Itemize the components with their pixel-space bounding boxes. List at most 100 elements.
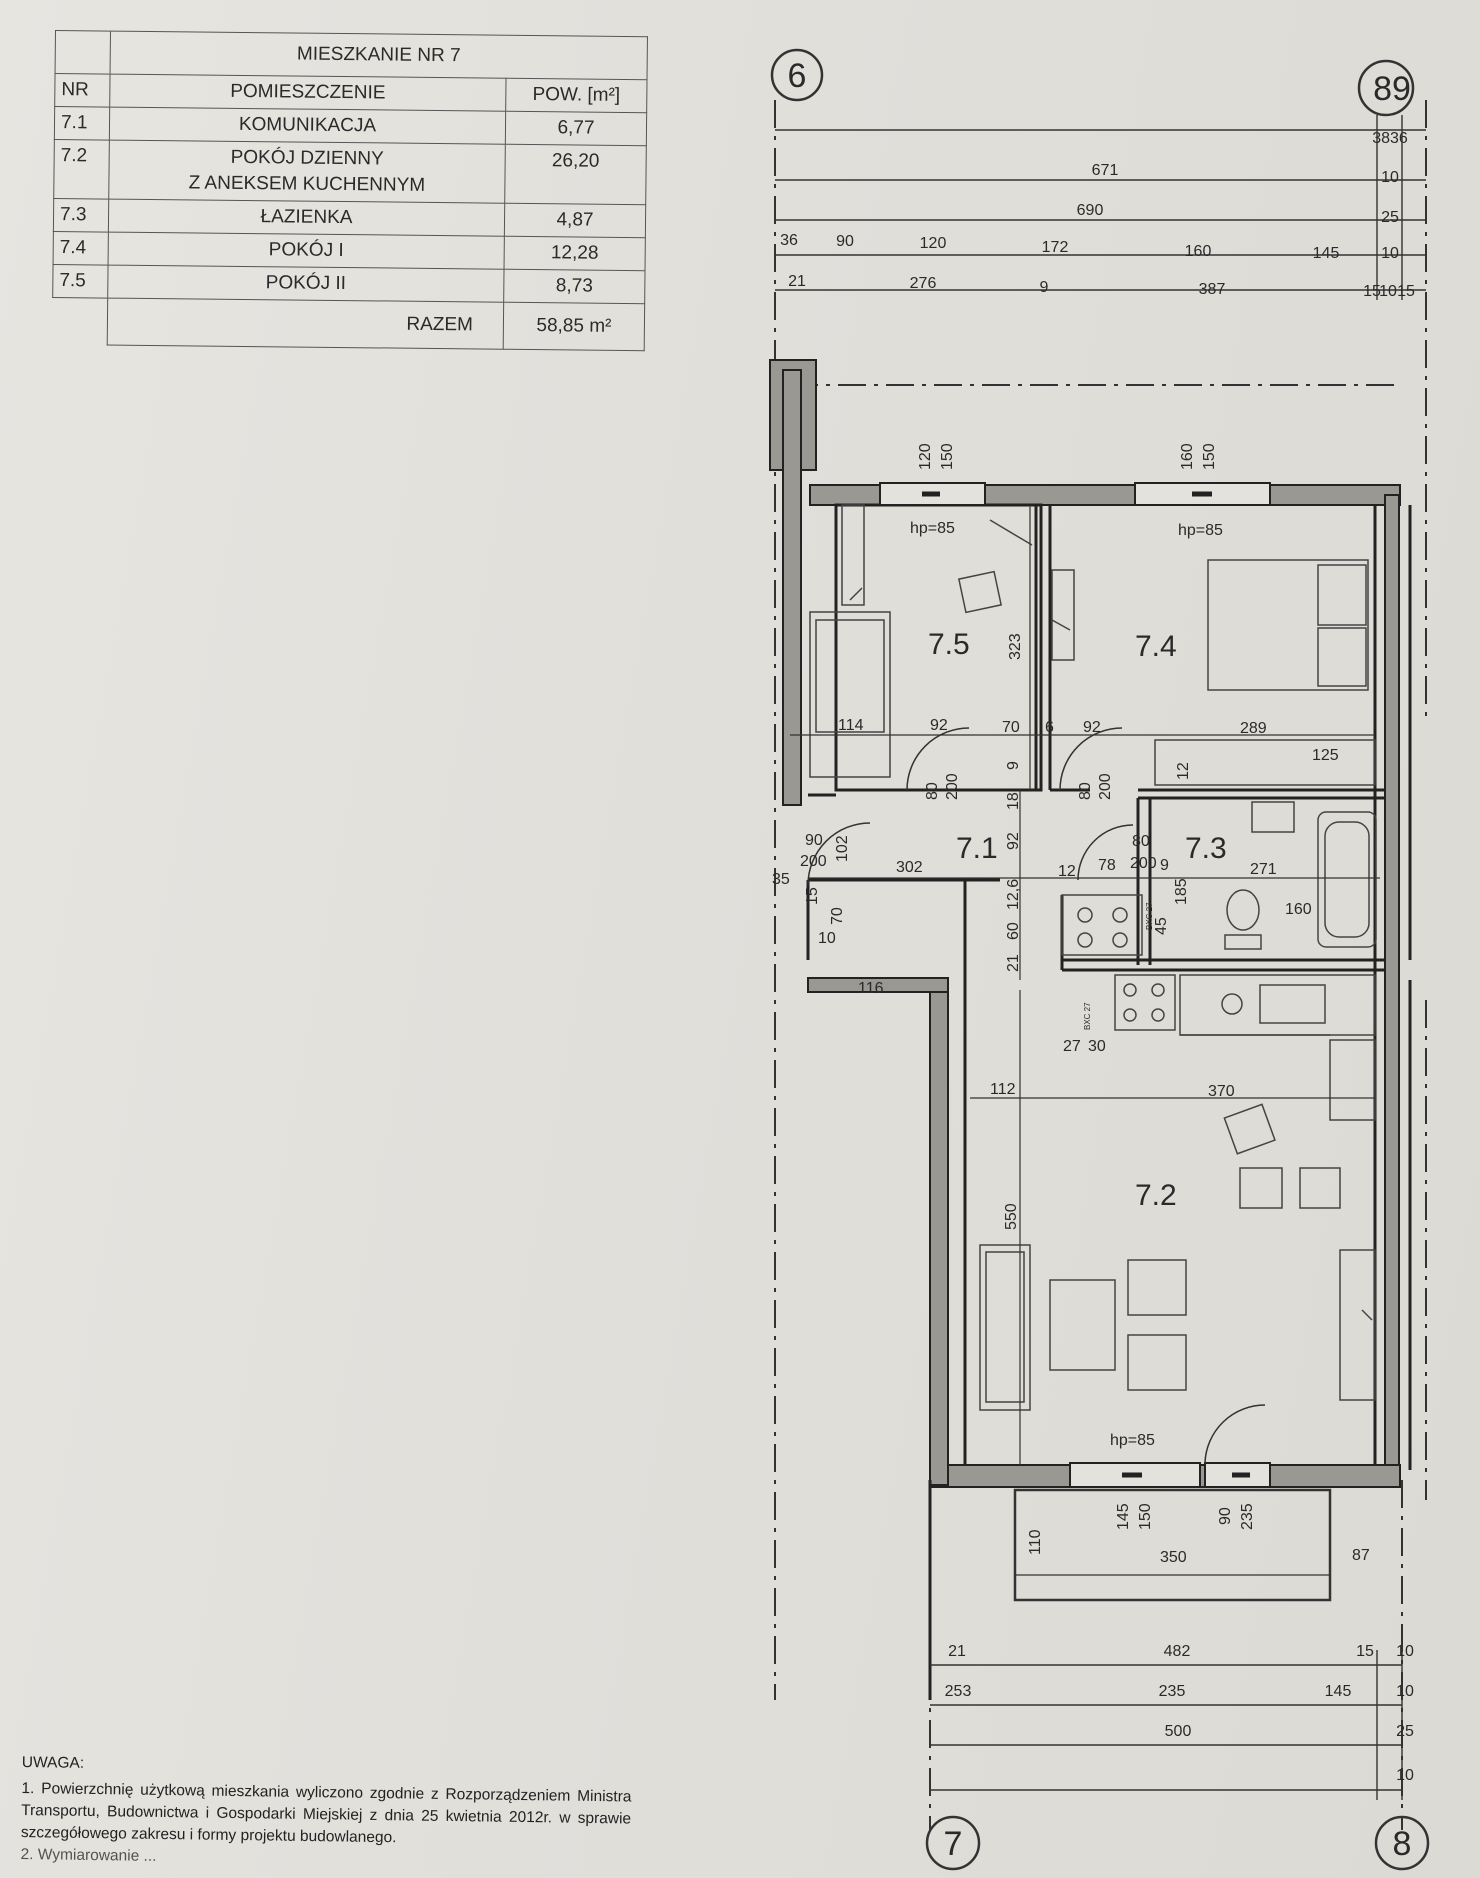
svg-text:289: 289: [1240, 720, 1267, 737]
svg-text:15: 15: [1356, 1643, 1374, 1660]
svg-text:60: 60: [1005, 922, 1022, 940]
svg-text:145: 145: [1313, 245, 1340, 262]
svg-text:21: 21: [948, 1643, 966, 1660]
svg-text:350: 350: [1160, 1549, 1187, 1566]
svg-text:9: 9: [1160, 857, 1169, 874]
kitchen-fixtures: [1061, 894, 1376, 1121]
svg-text:21: 21: [1005, 954, 1022, 972]
svg-text:27: 27: [1063, 1038, 1081, 1055]
svg-text:145: 145: [1115, 1503, 1132, 1530]
svg-text:482: 482: [1164, 1643, 1191, 1660]
axis-marker-6: 6: [770, 48, 824, 102]
top-dimension-texts: 3836 671 10 690 25 36 90 120 172 160 145…: [780, 130, 1415, 300]
svg-text:172: 172: [1042, 239, 1069, 256]
svg-text:10: 10: [1396, 1767, 1414, 1784]
windows: [879, 482, 1271, 1488]
svg-text:500: 500: [1165, 1723, 1192, 1740]
svg-text:15: 15: [804, 887, 821, 905]
svg-text:70: 70: [1002, 719, 1020, 736]
svg-text:235: 235: [1239, 1503, 1256, 1530]
svg-text:12: 12: [1058, 863, 1076, 880]
svg-text:92: 92: [1083, 719, 1101, 736]
svg-text:89: 89: [1373, 70, 1411, 108]
svg-text:125: 125: [1312, 747, 1339, 764]
svg-text:7: 7: [944, 1825, 963, 1863]
svg-text:hp=85: hp=85: [1178, 522, 1223, 539]
axis-marker-89: 89: [1357, 59, 1415, 117]
svg-text:12: 12: [1175, 762, 1192, 780]
axis-grid: [774, 100, 1427, 1830]
svg-text:25: 25: [1381, 209, 1399, 226]
svg-text:185: 185: [1173, 878, 1190, 905]
svg-text:3836: 3836: [1372, 130, 1408, 147]
svg-text:110: 110: [1027, 1529, 1044, 1555]
svg-text:6: 6: [1045, 719, 1054, 736]
svg-text:10: 10: [1396, 1683, 1414, 1700]
svg-text:370: 370: [1208, 1083, 1235, 1100]
axis-marker-8: 8: [1374, 1815, 1430, 1871]
notes-block: UWAGA: 1. Powierzchnię użytkową mieszkan…: [20, 1752, 632, 1875]
svg-text:6: 6: [788, 57, 807, 95]
top-dimension-lines: [775, 115, 1426, 300]
bathroom-fixtures: [1224, 801, 1377, 950]
svg-text:671: 671: [1092, 162, 1119, 179]
bottom-dimension-lines: [930, 1650, 1403, 1800]
svg-text:235: 235: [1159, 1683, 1186, 1700]
svg-text:9: 9: [1005, 761, 1022, 770]
svg-text:302: 302: [896, 859, 923, 876]
svg-text:102: 102: [834, 835, 851, 862]
svg-text:200: 200: [944, 773, 961, 800]
vent-labels: BXC 27 BXC 27: [1083, 902, 1154, 1030]
svg-text:8: 8: [1393, 1825, 1412, 1863]
svg-text:160: 160: [1185, 243, 1212, 260]
svg-text:10: 10: [1381, 245, 1399, 262]
window-dimension-texts: 120 150 160 150 145 150 90 235: [917, 443, 1256, 1530]
svg-text:87: 87: [1352, 1547, 1370, 1564]
svg-text:200: 200: [1130, 855, 1157, 872]
svg-text:387: 387: [1199, 281, 1226, 298]
svg-text:15: 15: [1397, 283, 1415, 300]
svg-text:78: 78: [1098, 857, 1116, 874]
svg-text:80: 80: [1077, 782, 1094, 800]
room-label-73: 7.3: [1185, 832, 1227, 865]
svg-text:hp=85: hp=85: [910, 520, 955, 537]
svg-text:70: 70: [829, 907, 846, 925]
balcony: [1013, 1488, 1332, 1602]
svg-text:276: 276: [910, 275, 937, 292]
svg-text:10: 10: [1396, 1643, 1414, 1660]
svg-text:200: 200: [800, 853, 827, 870]
svg-text:45: 45: [1153, 917, 1170, 935]
svg-text:271: 271: [1250, 861, 1277, 878]
svg-text:hp=85: hp=85: [1110, 1432, 1155, 1449]
svg-text:35: 35: [772, 871, 790, 888]
svg-text:92: 92: [1005, 832, 1022, 850]
svg-text:120: 120: [920, 235, 947, 252]
svg-text:36: 36: [780, 232, 798, 249]
svg-text:90: 90: [1217, 1507, 1234, 1525]
door-swings: [807, 727, 1134, 886]
svg-text:150: 150: [1137, 1503, 1154, 1530]
svg-text:10: 10: [1379, 283, 1397, 300]
room-label-71: 7.1: [956, 832, 998, 865]
svg-text:160: 160: [1179, 443, 1196, 470]
interior-dimension-lines: [790, 505, 1380, 1576]
svg-text:18: 18: [1005, 792, 1022, 810]
svg-text:15: 15: [1363, 283, 1381, 300]
notes-item-1: 1. Powierzchnię użytkową mieszkania wyli…: [20, 1779, 632, 1847]
svg-text:160: 160: [1285, 901, 1312, 918]
svg-text:90: 90: [836, 233, 854, 250]
interior-walls: [806, 503, 1412, 1700]
furniture-room-72: [979, 1103, 1376, 1411]
svg-text:10: 10: [818, 930, 836, 947]
window-sill-heights: hp=85 hp=85 hp=85: [910, 520, 1223, 1449]
svg-text:253: 253: [945, 1683, 972, 1700]
svg-text:BXC 27: BXC 27: [1083, 1002, 1092, 1030]
axis-marker-7: 7: [925, 1815, 981, 1871]
svg-text:21: 21: [788, 273, 806, 290]
furniture-room-74: [1051, 559, 1376, 786]
svg-text:25: 25: [1396, 1723, 1414, 1740]
svg-text:145: 145: [1325, 1683, 1352, 1700]
svg-text:323: 323: [1007, 633, 1024, 660]
